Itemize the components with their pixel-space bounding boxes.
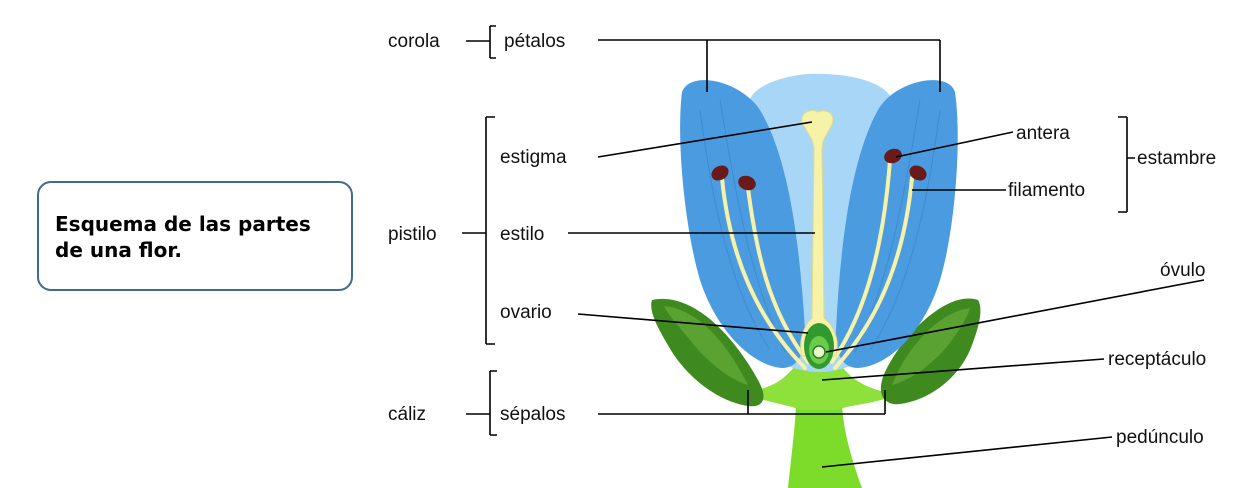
label-sepalos: sépalos xyxy=(500,404,566,425)
label-estilo: estilo xyxy=(500,224,544,245)
label-ovulo: óvulo xyxy=(1160,260,1205,281)
label-petalos: pétalos xyxy=(504,31,565,52)
label-corola: corola xyxy=(388,31,440,52)
label-estambre: estambre xyxy=(1137,148,1216,169)
label-caliz: cáliz xyxy=(388,404,426,425)
label-pedunculo: pedúnculo xyxy=(1116,427,1204,448)
flower-illustration xyxy=(651,74,980,488)
ovule-shape xyxy=(813,346,825,358)
label-filamento: filamento xyxy=(1008,180,1085,201)
label-antera: antera xyxy=(1016,123,1070,144)
label-pistilo: pistilo xyxy=(388,224,437,245)
label-receptaculo: receptáculo xyxy=(1108,349,1206,370)
label-estigma: estigma xyxy=(500,147,567,168)
label-ovario: ovario xyxy=(500,302,552,323)
